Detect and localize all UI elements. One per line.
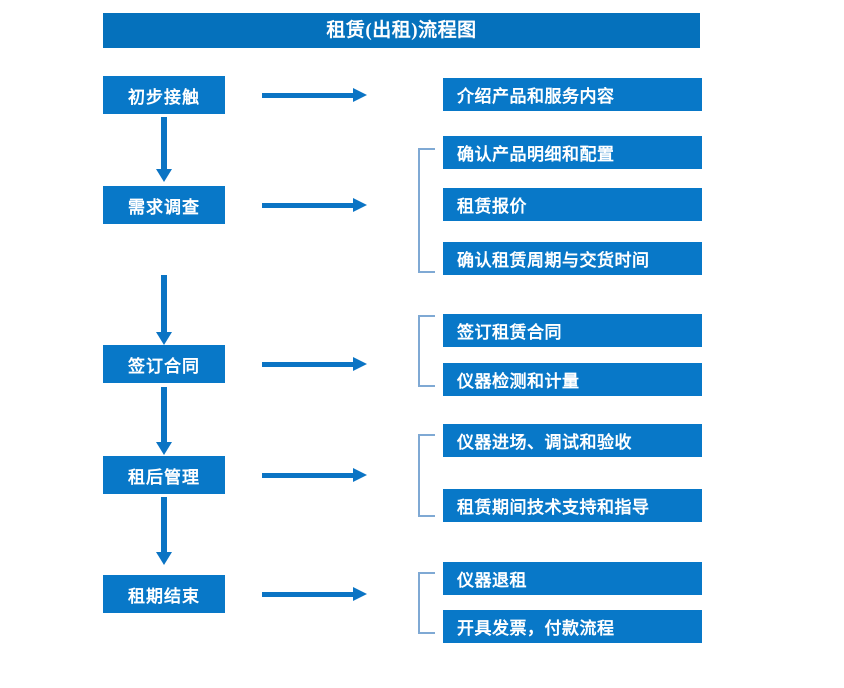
arrow-shaft xyxy=(262,362,354,367)
arrow-head xyxy=(156,442,172,455)
arrow-shaft xyxy=(262,93,354,98)
detail-box-2-1[interactable]: 确认产品明细和配置 xyxy=(443,136,702,169)
arrow-shaft xyxy=(161,275,167,332)
bracket-icon-2 xyxy=(418,148,435,273)
detail-box-2-2[interactable]: 租赁报价 xyxy=(443,188,702,221)
arrow-head xyxy=(353,198,367,212)
detail-box-4-2[interactable]: 租赁期间技术支持和指导 xyxy=(443,489,702,522)
arrow-right-icon-4 xyxy=(262,468,367,482)
detail-box-4-1[interactable]: 仪器进场、调试和验收 xyxy=(443,424,702,457)
detail-box-1-1[interactable]: 介绍产品和服务内容 xyxy=(443,78,702,111)
arrow-shaft xyxy=(262,473,354,478)
bracket-icon-3 xyxy=(418,315,435,387)
arrow-head xyxy=(156,552,172,565)
detail-box-5-1[interactable]: 仪器退租 xyxy=(443,562,702,595)
arrow-shaft xyxy=(262,592,354,597)
stage-box-2[interactable]: 需求调查 xyxy=(103,186,225,224)
diagram-title: 租赁(出租)流程图 xyxy=(103,13,700,48)
arrow-head xyxy=(353,468,367,482)
arrow-right-icon-1 xyxy=(262,88,367,102)
arrow-right-icon-5 xyxy=(262,587,367,601)
arrow-down-icon-2 xyxy=(156,275,172,345)
detail-box-2-3[interactable]: 确认租赁周期与交货时间 xyxy=(443,242,702,275)
detail-box-3-2[interactable]: 仪器检测和计量 xyxy=(443,363,702,396)
arrow-shaft xyxy=(161,497,167,552)
detail-box-5-2[interactable]: 开具发票，付款流程 xyxy=(443,610,702,643)
arrow-down-icon-4 xyxy=(156,497,172,565)
arrow-shaft xyxy=(262,203,354,208)
arrow-right-icon-3 xyxy=(262,357,367,371)
arrow-down-icon-3 xyxy=(156,387,172,455)
arrow-head xyxy=(353,357,367,371)
arrow-head xyxy=(156,169,172,182)
arrow-head xyxy=(353,587,367,601)
detail-box-3-1[interactable]: 签订租赁合同 xyxy=(443,314,702,347)
stage-box-1[interactable]: 初步接触 xyxy=(103,76,225,114)
arrow-down-icon-1 xyxy=(156,117,172,182)
bracket-icon-5 xyxy=(418,572,435,634)
arrow-right-icon-2 xyxy=(262,198,367,212)
stage-box-4[interactable]: 租后管理 xyxy=(103,456,225,494)
arrow-shaft xyxy=(161,387,167,442)
stage-box-3[interactable]: 签订合同 xyxy=(103,345,225,383)
arrow-shaft xyxy=(161,117,167,169)
bracket-icon-4 xyxy=(418,434,435,517)
arrow-head xyxy=(156,332,172,345)
arrow-head xyxy=(353,88,367,102)
stage-box-5[interactable]: 租期结束 xyxy=(103,575,225,613)
